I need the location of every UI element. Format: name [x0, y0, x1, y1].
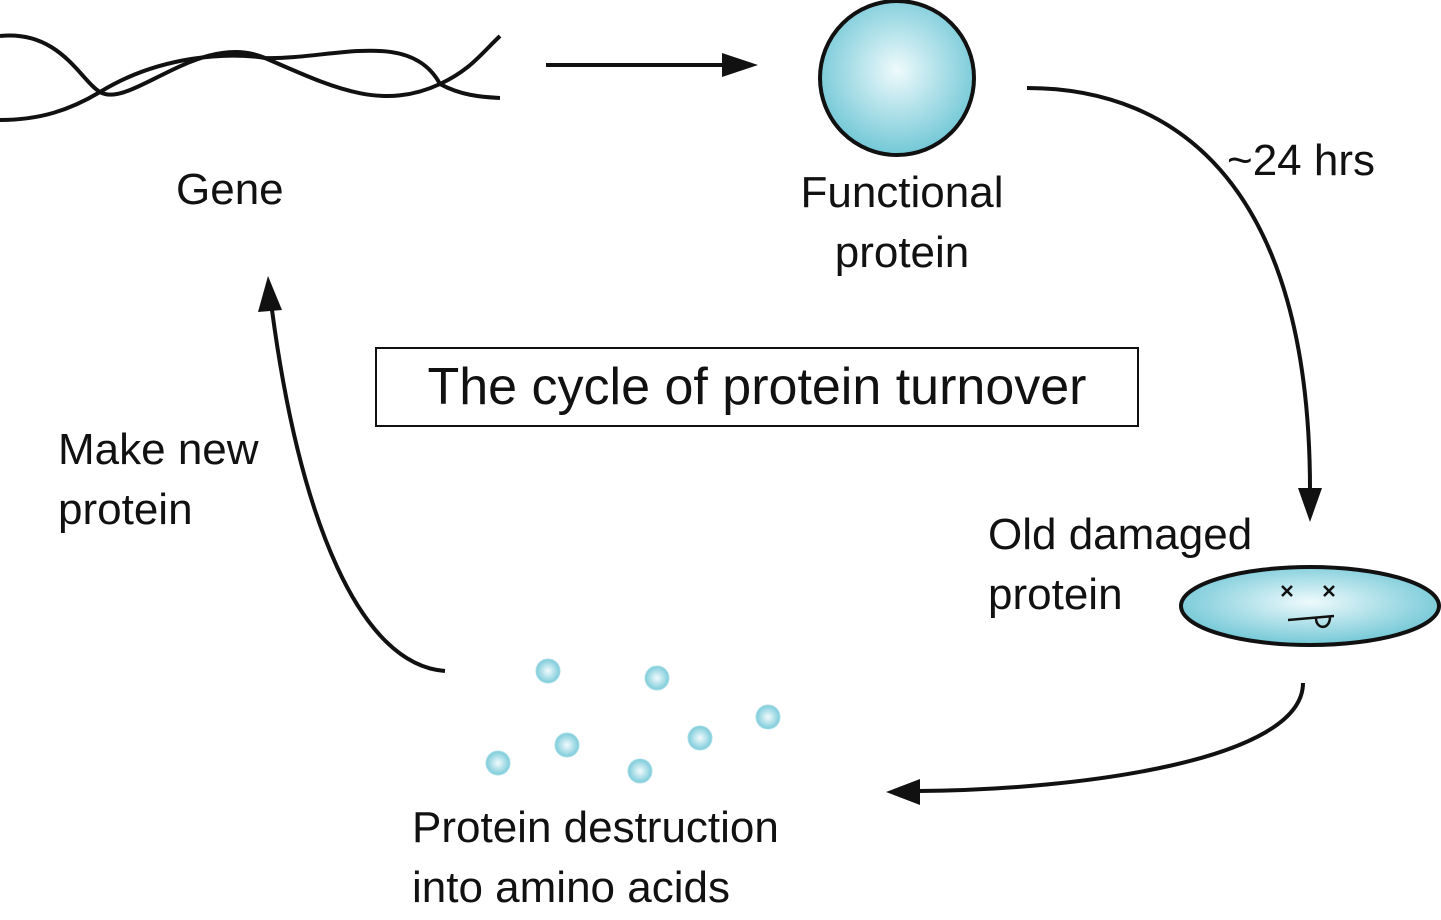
dead-face-icon — [1281, 585, 1335, 629]
amino-acid-bead — [535, 658, 561, 684]
amino-acid-bead — [755, 704, 781, 730]
gene-to-protein-arrow — [546, 53, 758, 77]
amino-acid-bead — [627, 758, 653, 784]
destruction-arrow — [886, 682, 1305, 805]
damaged-protein-label: Old damaged protein — [988, 510, 1253, 619]
destruction-label: Protein destruction into amino acids — [412, 803, 779, 912]
synthesis-arrow — [258, 276, 446, 673]
damaged-protein-ellipse — [1179, 565, 1441, 647]
functional-protein-sphere — [818, 0, 976, 157]
amino-acid-bead — [554, 732, 580, 758]
amino-acid-beads — [485, 658, 781, 784]
synthesis-label: Make new protein — [58, 425, 259, 534]
gene-label: Gene — [176, 165, 284, 214]
decay-arrow — [1026, 86, 1322, 522]
amino-acid-bead — [644, 665, 670, 691]
gene-icon — [0, 33, 502, 122]
amino-acid-bead — [485, 750, 511, 776]
diagram-title: The cycle of protein turnover — [375, 347, 1139, 427]
amino-acid-bead — [687, 725, 713, 751]
decay-time-label: ~24 hrs — [1227, 136, 1375, 185]
functional-protein-label: Functional protein — [800, 168, 1004, 277]
